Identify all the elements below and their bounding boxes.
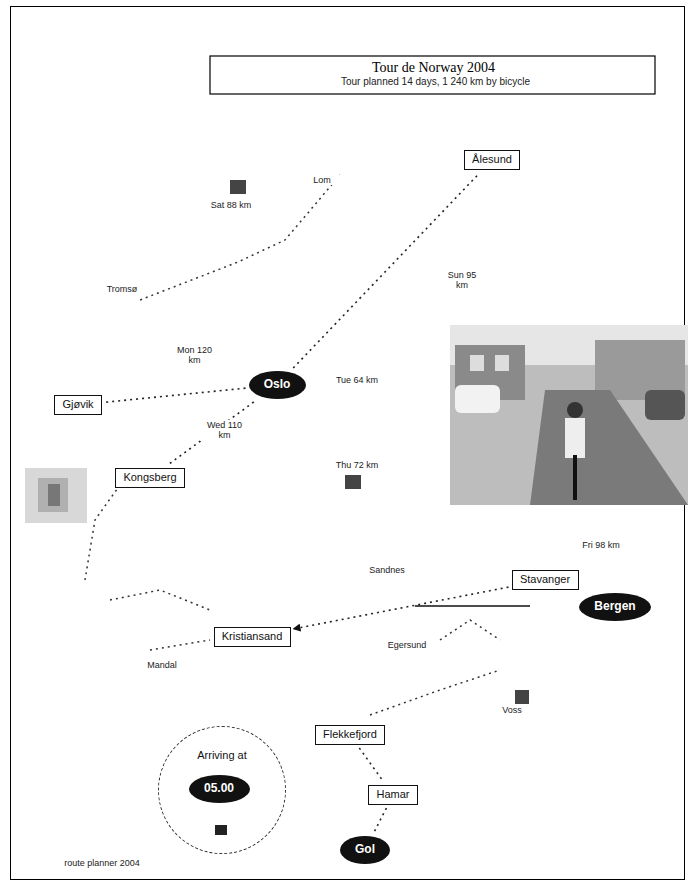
route-line — [85, 485, 120, 580]
node-text: Oslo — [263, 377, 292, 391]
node-text: Gol — [354, 842, 376, 856]
city-oval: Gol — [340, 836, 390, 864]
route-line — [370, 670, 500, 715]
map-label: Sat 88 km — [205, 200, 257, 210]
map-label: Tue 64 km — [325, 375, 389, 385]
node-text: Kongsberg — [122, 471, 178, 483]
map-label: Sandnes — [360, 565, 414, 575]
map-label: Mandal — [135, 660, 189, 670]
node-text: Flekkefjord — [322, 728, 378, 740]
city-oval: Bergen — [579, 593, 651, 621]
subtitle: Tour planned 14 days, 1 240 km by bicycl… — [215, 76, 656, 88]
route-connector — [168, 402, 254, 465]
town-box: Stavanger — [512, 570, 579, 590]
thumbnail-image — [25, 468, 87, 523]
town-box: Flekkefjord — [315, 725, 385, 745]
town-box: Hamar — [368, 785, 418, 805]
route-line — [110, 590, 210, 610]
node-text: Arriving at — [159, 749, 285, 761]
node-text: Kristiansand — [221, 630, 284, 642]
map-label: Voss — [490, 705, 534, 715]
node-text: Hamar — [375, 788, 411, 800]
city-oval: Oslo — [249, 371, 306, 399]
map-label: Lom — [300, 175, 344, 185]
route-connector — [105, 388, 246, 402]
route-connector — [359, 748, 383, 782]
node-text: Gjøvik — [61, 398, 95, 410]
route-line — [440, 620, 500, 640]
title-frame — [210, 56, 655, 94]
node-text: 05.00 — [203, 781, 236, 795]
map-label: Fri 98 km — [575, 540, 627, 550]
arrival-ring: Arriving at 05.00 — [158, 726, 286, 854]
map-label: Egersund — [380, 640, 434, 650]
town-box: Kristiansand — [214, 627, 291, 647]
city-oval: 05.00 — [189, 775, 250, 803]
town-box: Ålesund — [464, 150, 520, 170]
node-text: Ålesund — [471, 153, 513, 165]
route-line — [140, 175, 340, 300]
town-box: Gjøvik — [54, 395, 102, 415]
route-line — [150, 640, 210, 650]
map-label: Tromsø — [95, 284, 149, 294]
route-connector — [294, 587, 509, 629]
town-box: Kongsberg — [115, 468, 185, 488]
route-line — [415, 605, 530, 607]
diagram-title: Tour de Norway 2004 — [215, 60, 652, 76]
ring-symbol — [215, 825, 227, 835]
node-text: Bergen — [593, 599, 637, 613]
node-text: Stavanger — [519, 573, 572, 585]
map-label: route planner 2004 — [30, 858, 174, 868]
map-label: Thu 72 km — [330, 460, 384, 470]
map-label: Wed 110 km — [200, 420, 249, 441]
photo — [450, 325, 688, 505]
map-label: Mon 120 km — [170, 345, 219, 366]
route-connector — [374, 808, 387, 833]
map-label: Sun 95 km — [440, 270, 484, 291]
